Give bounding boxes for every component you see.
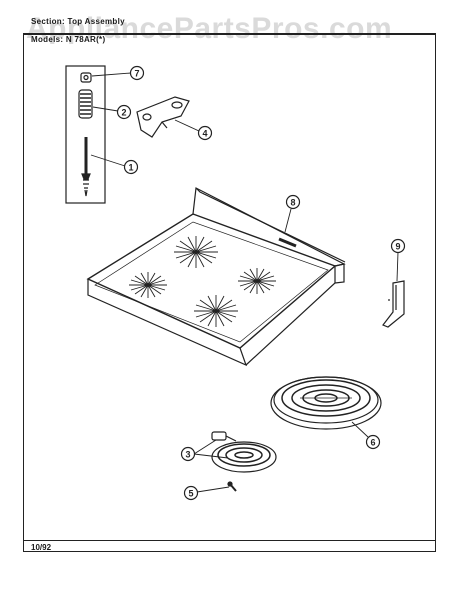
part-3-small-element bbox=[211, 431, 277, 473]
callout-7: 7 bbox=[129, 65, 145, 81]
svg-text:5: 5 bbox=[188, 489, 193, 499]
callout-4: 4 bbox=[197, 125, 213, 141]
callout-9: 9 bbox=[390, 238, 406, 254]
svg-text:8: 8 bbox=[290, 198, 295, 208]
watermark: AppliancePartsPros.com bbox=[26, 12, 393, 45]
svg-text:9: 9 bbox=[395, 242, 400, 252]
svg-text:1: 1 bbox=[128, 163, 133, 173]
svg-text:3: 3 bbox=[185, 450, 190, 460]
model-label: Models: N 78AR(*) bbox=[31, 35, 106, 44]
part-4-bracket bbox=[136, 96, 190, 138]
callout-6: 6 bbox=[365, 434, 381, 450]
part-9-trim bbox=[382, 280, 405, 328]
header-divider bbox=[23, 33, 436, 34]
svg-text:2: 2 bbox=[121, 108, 126, 118]
part-2-spring bbox=[78, 89, 93, 119]
diagram-frame bbox=[23, 34, 436, 552]
callout-3: 3 bbox=[180, 446, 196, 462]
part-6-large-element bbox=[270, 376, 382, 430]
callout-1: 1 bbox=[123, 159, 139, 175]
burner-markings bbox=[129, 236, 276, 327]
svg-text:6: 6 bbox=[370, 438, 375, 448]
leader-lines bbox=[90, 72, 399, 493]
callout-2: 2 bbox=[116, 104, 132, 120]
part-7-grommet bbox=[80, 72, 92, 83]
section-label: Section: Top Assembly bbox=[31, 17, 125, 26]
part-5-screw bbox=[227, 481, 237, 492]
svg-text:7: 7 bbox=[134, 69, 139, 79]
svg-text:4: 4 bbox=[202, 129, 207, 139]
callout-5: 5 bbox=[183, 485, 199, 501]
callout-8: 8 bbox=[285, 194, 301, 210]
footer-date: 10/92 bbox=[31, 543, 52, 552]
part-8-cooktop bbox=[86, 187, 346, 367]
part-1-screw bbox=[81, 137, 91, 197]
footer-divider bbox=[23, 540, 436, 541]
hardware-box bbox=[65, 65, 106, 204]
